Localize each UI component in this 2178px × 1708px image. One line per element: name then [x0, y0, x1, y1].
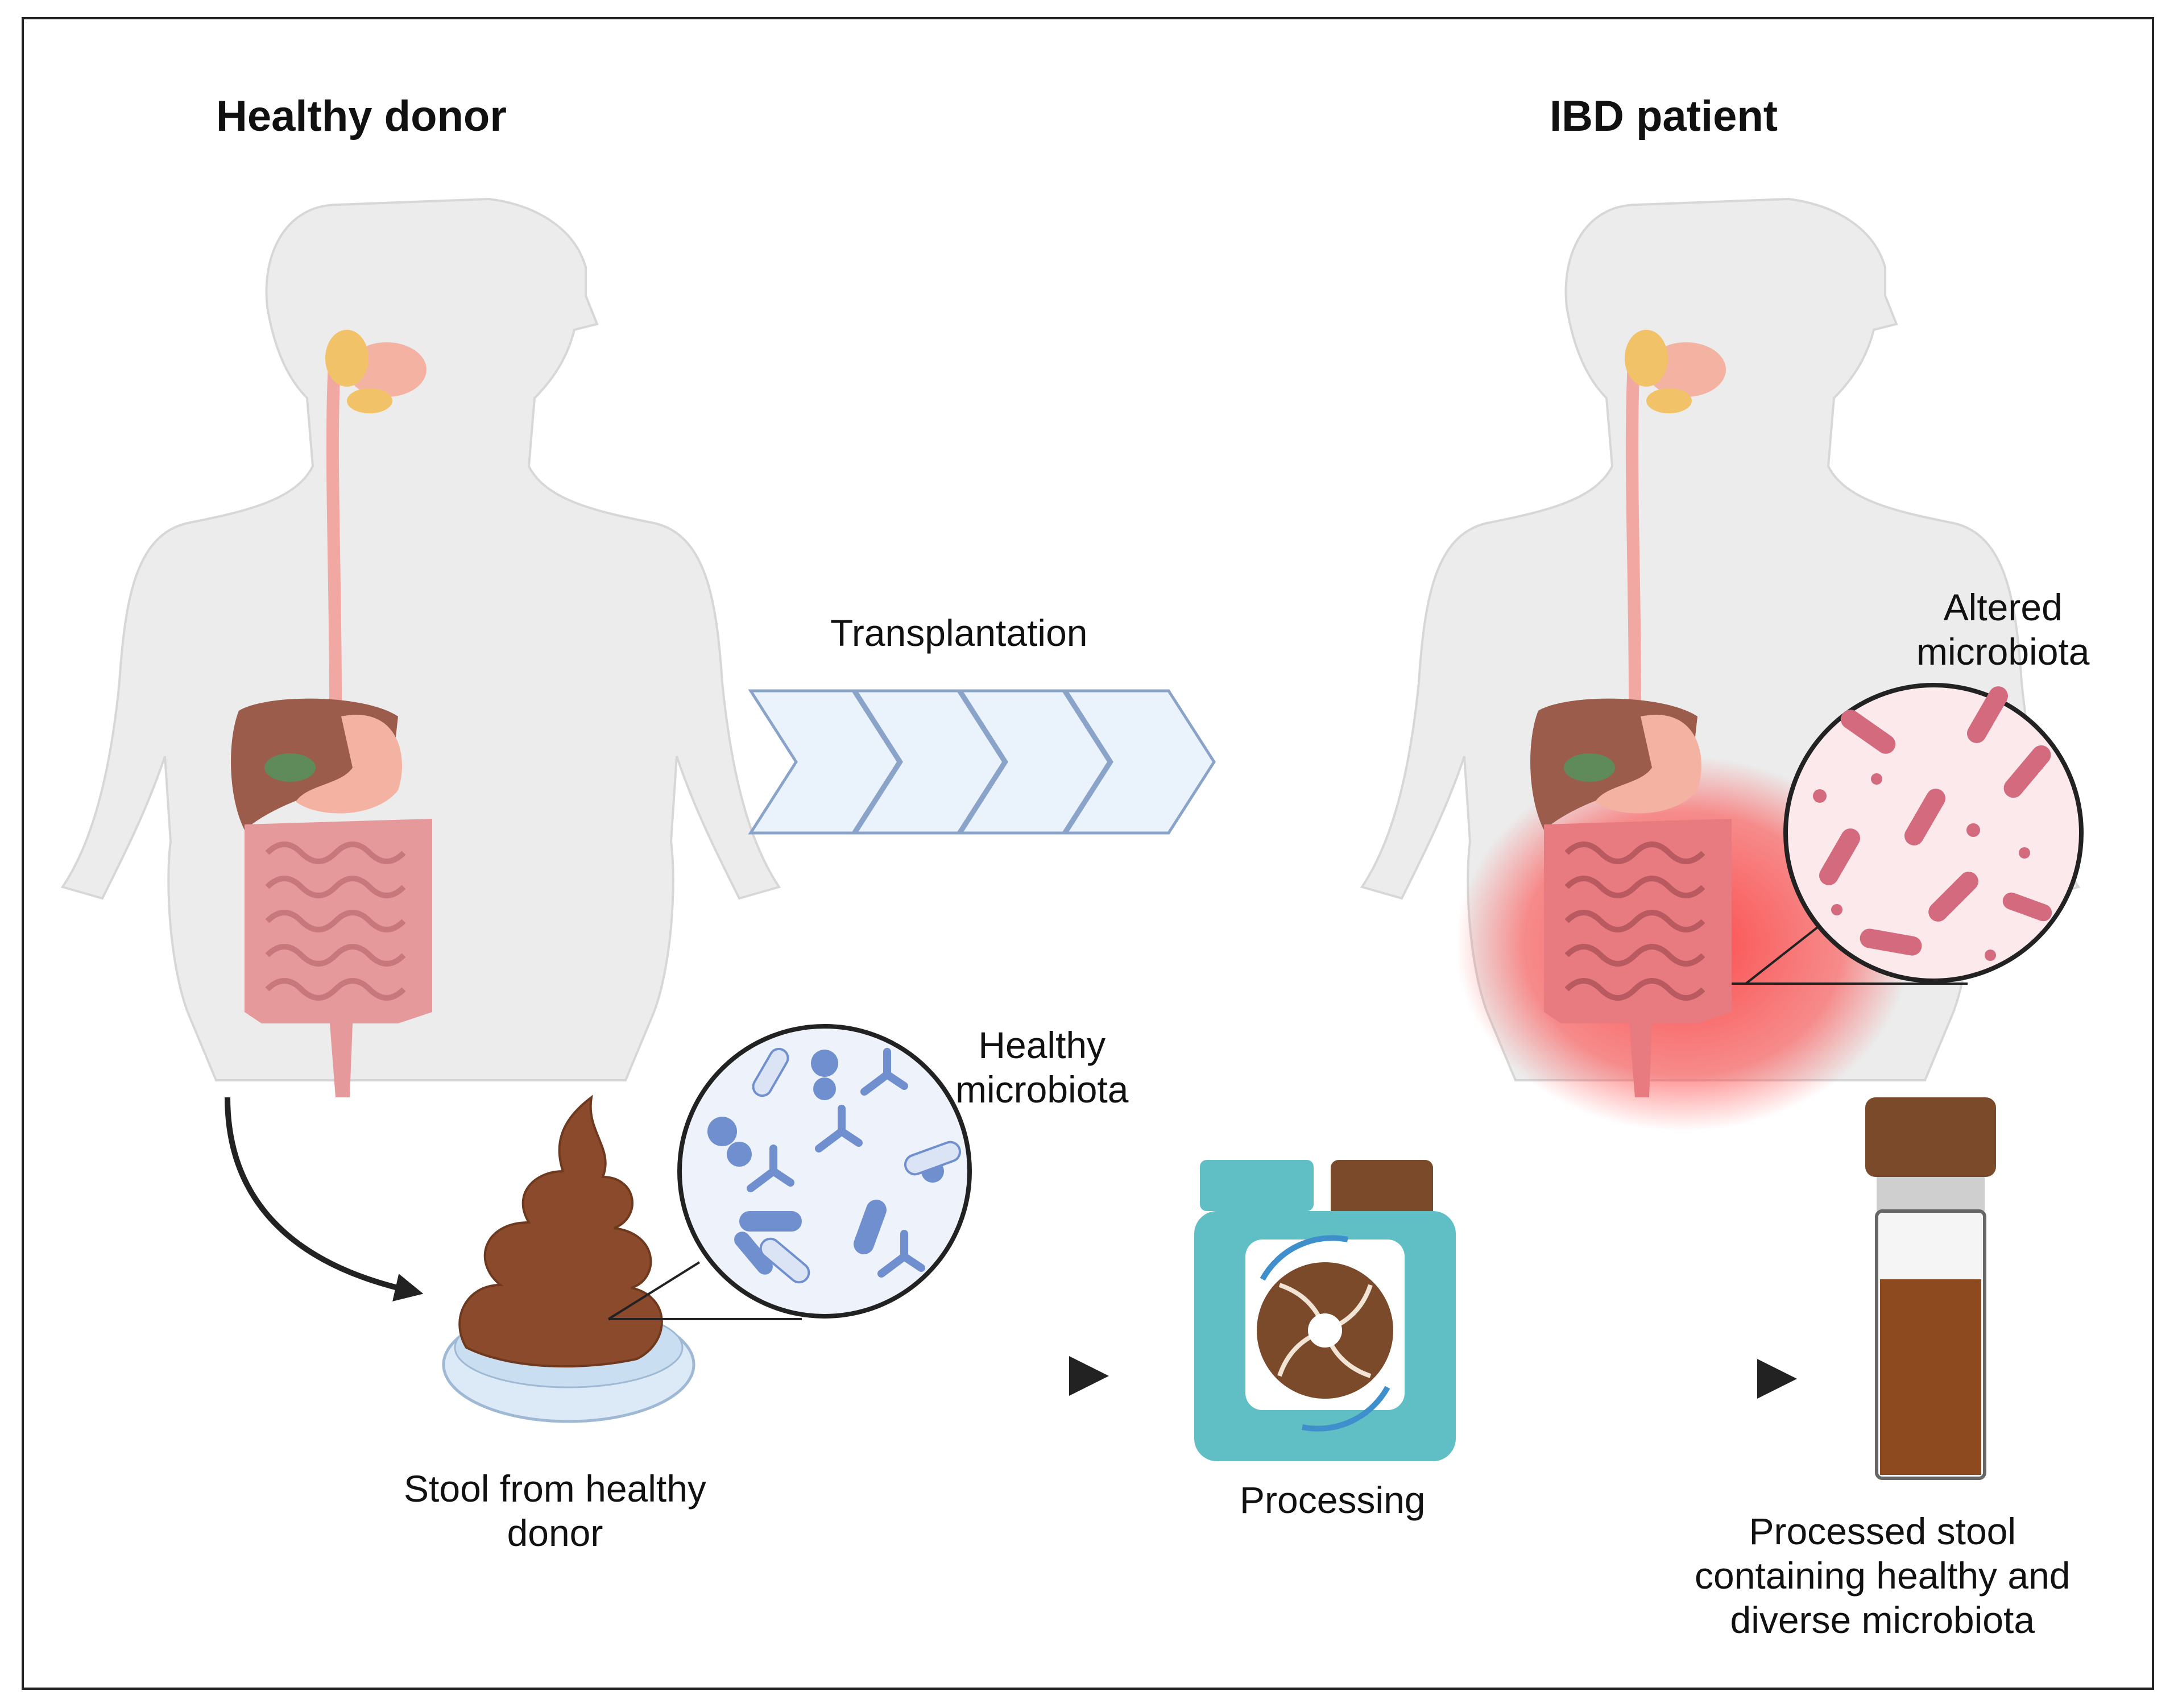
patient-small-intestine — [1564, 841, 1705, 1001]
stool-from-donor-label: Stool from healthy donor — [404, 1467, 706, 1554]
healthy-microbiota-label: Healthy microbiota — [955, 1024, 1129, 1110]
donor-gallbladder — [264, 753, 316, 782]
donor-small-intestine — [265, 841, 406, 1001]
vial-liquid — [1880, 1279, 1981, 1475]
healthy-microbiota-zoom — [607, 1024, 972, 1320]
patient-esophagus — [1625, 358, 1641, 706]
chevron-arrow-1 — [748, 689, 900, 835]
donor-esophagus — [326, 358, 342, 706]
ibd-patient-title: IBD patient — [1550, 92, 1778, 140]
vial-cap — [1865, 1097, 1996, 1177]
patient-gallbladder — [1564, 753, 1615, 782]
chevron-arrow-3 — [958, 689, 1111, 835]
altered-microbiota-zoom — [1732, 683, 2084, 985]
altered-microbiota-circle — [1783, 683, 2084, 983]
processed-stool-label: Processed stool containing healthy and d… — [1695, 1510, 2071, 1641]
patient-stomach — [1595, 715, 1701, 814]
altered-microbiota-label: Altered microbiota — [1916, 586, 2090, 673]
stool-sample — [442, 1095, 695, 1423]
donor-salivary-gland-2 — [347, 388, 392, 413]
patient-rectum — [1629, 1023, 1652, 1097]
donor-stomach — [296, 715, 402, 814]
donor-to-stool-arrow — [225, 1097, 424, 1301]
donor-rectum — [330, 1023, 353, 1097]
donor-salivary-gland — [325, 330, 368, 387]
processed-stool-vial — [1865, 1097, 1996, 1480]
healthy-donor-figure — [60, 197, 781, 1097]
transplantation-label: Transplantation — [830, 612, 1088, 654]
healthy-donor-title: Healthy donor — [216, 92, 507, 140]
transplantation-arrows — [748, 689, 1216, 835]
patient-salivary-gland-2 — [1646, 388, 1692, 413]
stool-pile — [458, 1095, 663, 1368]
chevron-arrow-4 — [1063, 689, 1216, 835]
donor-body-silhouette — [60, 197, 781, 1081]
processing-device — [1194, 1160, 1456, 1461]
figure-frame — [22, 17, 2154, 1690]
patient-salivary-gland — [1625, 330, 1668, 387]
processing-label: Processing — [1240, 1479, 1426, 1521]
chevron-arrow-2 — [853, 689, 1005, 835]
